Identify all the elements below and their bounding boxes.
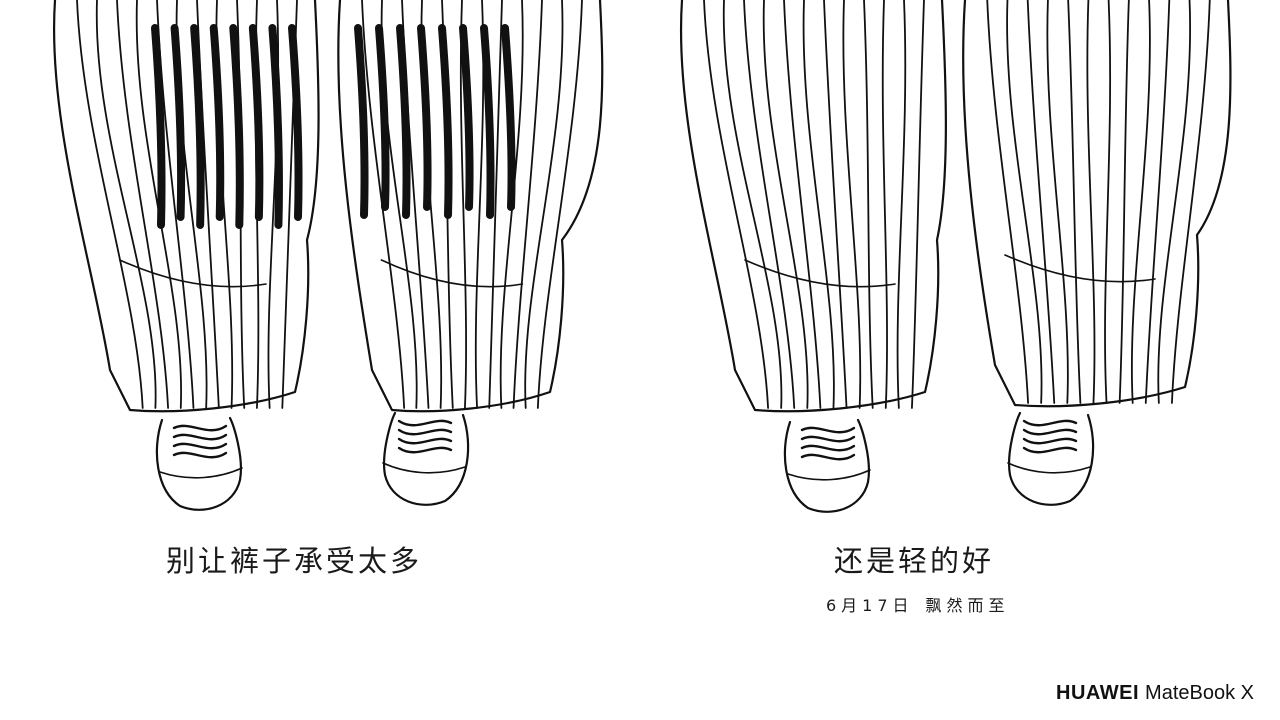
left-leg-2-stripe [488,0,503,409]
left-leg-2-outline [337,0,604,413]
right-shoe-2-lace [1022,446,1078,454]
left-leg-1-heavy-stripe [209,24,225,221]
left-leg-1-heavy-stripe [151,24,166,229]
left-leg-2-stripe [524,0,564,409]
right-leg-2-stripe [1067,0,1082,404]
left-shoe-1-sole [159,467,243,479]
right-leg-1-stripe [743,0,796,409]
right-leg-1-stripe [911,0,925,409]
left-leg-2-stripe [459,0,467,409]
right-leg-2-outline [962,0,1232,408]
right-leg-2-stripe [986,0,1029,404]
right-leg-2-stripe [1118,0,1130,404]
release-tagline: 飘然而至 [925,596,1010,615]
right-shoe-2-lace [1022,419,1078,427]
right-leg-1-stripe [802,0,835,409]
right-leg-1-stripe [881,0,888,409]
left-leg-2-stripe [512,0,543,409]
left-leg-1-heavy-stripe [229,24,244,229]
right-leg-2-fold [1004,254,1156,283]
left-leg-2-stripe [499,0,524,409]
left-leg-1-fold [118,259,267,288]
left-leg-1-stripe [76,0,144,409]
right-leg-2-stripe [1171,0,1211,404]
left-leg-1-heavy-stripe [248,24,264,221]
right-leg-1-stripe [783,0,822,409]
right-leg-1-stripe [823,0,848,409]
left-leg-1-heavy-stripe [288,24,303,221]
right-leg-1-stripe [863,0,874,409]
right-shoe-1-shoe [783,418,870,513]
right-leg-2-stripe [1104,0,1112,404]
right-leg-2-stripe [1144,0,1171,404]
right-leg-2-stripe [1006,0,1043,404]
left-leg-2-heavy-stripe [354,24,369,219]
left-leg-2-heavy-stripe [396,24,411,219]
right-leg-1-outline [679,0,947,413]
left-shoe-2-lace [397,428,453,436]
left-leg-2-heavy-stripe [438,24,453,219]
right-leg-1-fold [744,259,896,288]
right-leg-2-stripe [1046,0,1069,404]
right-leg-2-stripe [1157,0,1191,404]
right-shoe-1-lace [800,426,856,434]
brand-product: MateBook X [1145,682,1254,704]
right-leg-2-stripe [1130,0,1151,404]
right-shoe-2-lace [1022,428,1078,436]
left-leg-1-heavy-stripe [268,24,283,229]
left-leg-2-stripe [536,0,583,409]
release-date: 6月17日 [826,596,914,615]
right-shoe-1-lace [800,453,856,461]
right-shoe-2-sole [1007,462,1091,474]
right-leg-2-stripe [1026,0,1056,404]
right-shoe-1-lace [800,444,856,452]
left-shoe-2-lace [397,437,453,445]
left-shoe-2-lace [397,446,453,454]
right-leg-1-stripe [703,0,769,409]
left-leg-2-heavy-stripe [501,24,516,211]
left-shoe-1-lace [172,424,228,432]
left-leg-2-fold [380,259,524,288]
left-shoe-2-lace [397,419,453,427]
right-leg-2-stripe [1086,0,1096,404]
right-leg-1-stripe [896,0,907,409]
right-shoe-1-sole [787,469,871,481]
left-leg-1-outline [53,0,320,413]
left-leg-1-heavy-stripe [190,24,205,229]
left-leg-2-heavy-stripe [417,24,432,211]
caption-right: 还是轻的好 [834,544,995,578]
right-shoe-2-lace [1022,437,1078,445]
left-shoe-2-shoe [383,411,470,506]
left-leg-1-stripe [116,0,169,409]
left-leg-2-heavy-stripe [480,24,495,219]
right-leg-1-stripe [842,0,862,409]
left-shoe-1-shoe [155,416,242,511]
left-leg-2-stripe [474,0,485,409]
caption-left: 别让裤子承受太多 [166,544,423,578]
left-shoe-1-lace [172,451,228,459]
left-leg-2-heavy-stripe [459,24,474,211]
left-shoe-1-lace [172,442,228,450]
left-leg-2-heavy-stripe [375,24,390,211]
right-shoe-2-shoe [1008,411,1095,506]
right-shoe-1-lace [800,435,856,443]
left-leg-1-heavy-stripe [170,24,186,221]
release-line: 6月17日飘然而至 [826,592,1010,616]
left-leg-2-stripe [361,0,406,409]
left-leg-1-stripe [95,0,157,409]
left-shoe-1-lace [172,433,228,441]
right-leg-1-stripe [722,0,783,409]
right-leg-1-stripe [762,0,809,409]
left-shoe-2-sole [382,462,466,474]
brand-company: HUAWEI [1056,682,1140,704]
